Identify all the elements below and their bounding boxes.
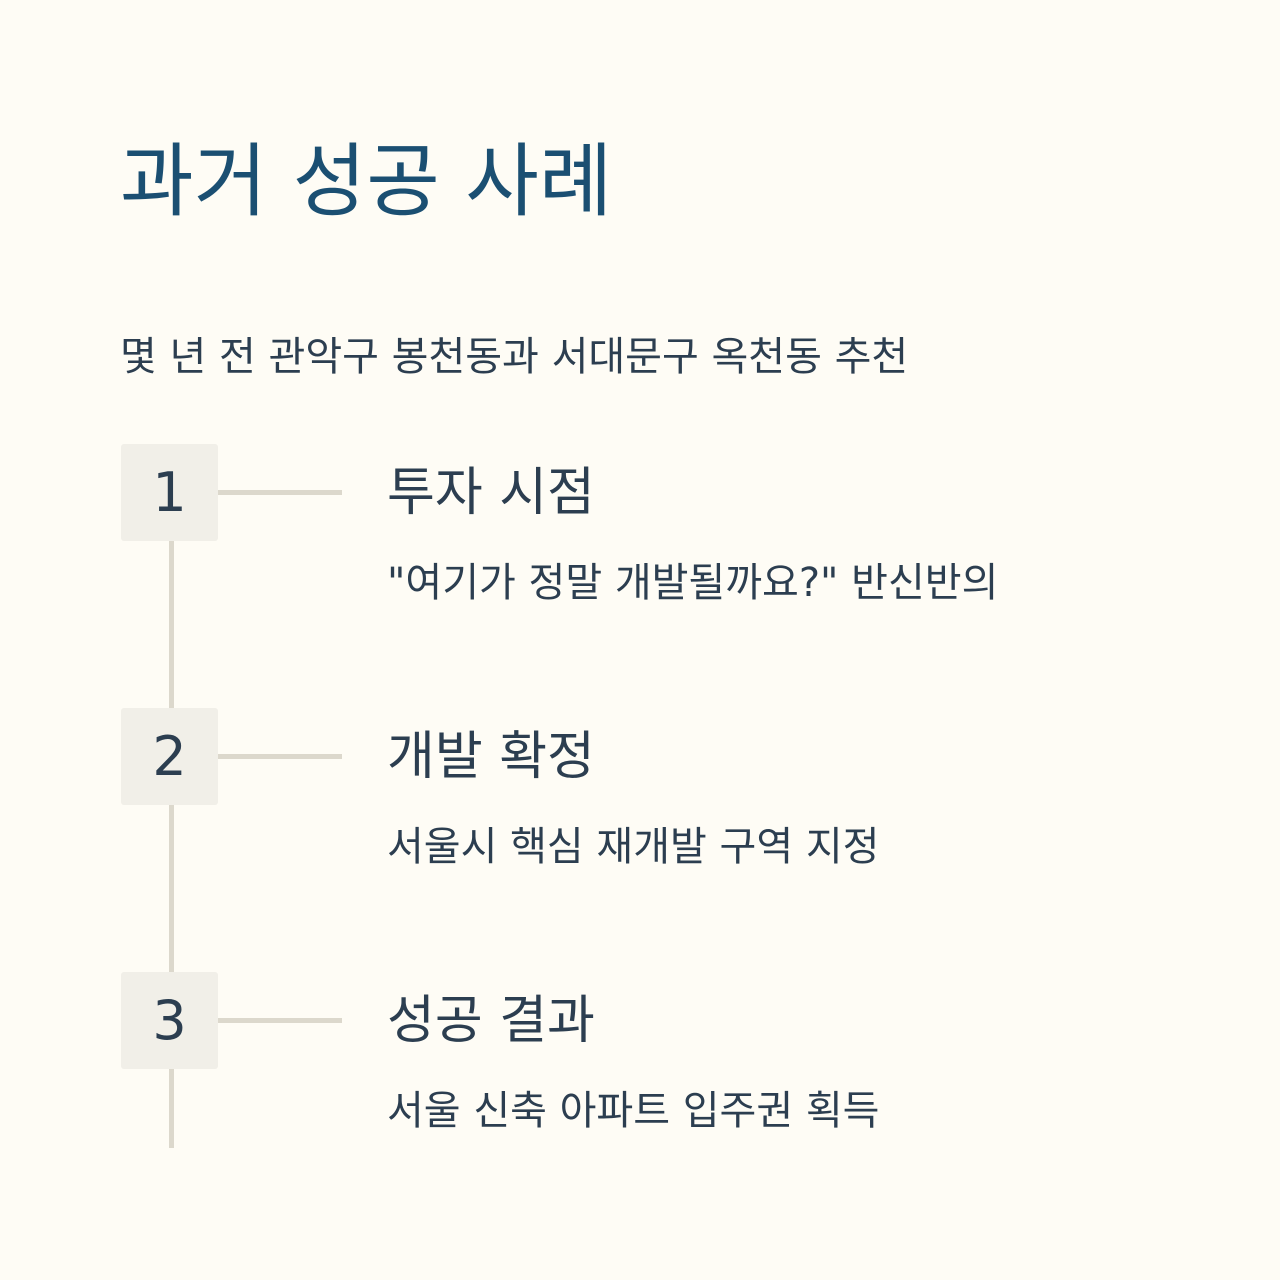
step-title: 투자 시점: [387, 463, 595, 523]
page-title: 과거 성공 사례: [120, 135, 613, 228]
step-number-badge: 2: [121, 708, 218, 805]
timeline-step: 1 투자 시점 "여기가 정말 개발될까요?" 반신반의: [0, 444, 1280, 644]
page-subtitle: 몇 년 전 관악구 봉천동과 서대문구 옥천동 추천: [120, 334, 909, 380]
step-title: 성공 결과: [387, 991, 595, 1051]
step-title: 개발 확정: [387, 727, 595, 787]
step-connector: [218, 490, 342, 495]
timeline-step: 3 성공 결과 서울 신축 아파트 입주권 획득: [0, 972, 1280, 1172]
step-number-badge: 1: [121, 444, 218, 541]
step-description: 서울 신축 아파트 입주권 획득: [387, 1088, 880, 1134]
step-connector: [218, 754, 342, 759]
step-description: "여기가 정말 개발될까요?" 반신반의: [387, 560, 999, 606]
step-description: 서울시 핵심 재개발 구역 지정: [387, 824, 880, 870]
step-connector: [218, 1018, 342, 1023]
step-number-badge: 3: [121, 972, 218, 1069]
timeline-line: [169, 492, 174, 1148]
timeline-step: 2 개발 확정 서울시 핵심 재개발 구역 지정: [0, 708, 1280, 908]
